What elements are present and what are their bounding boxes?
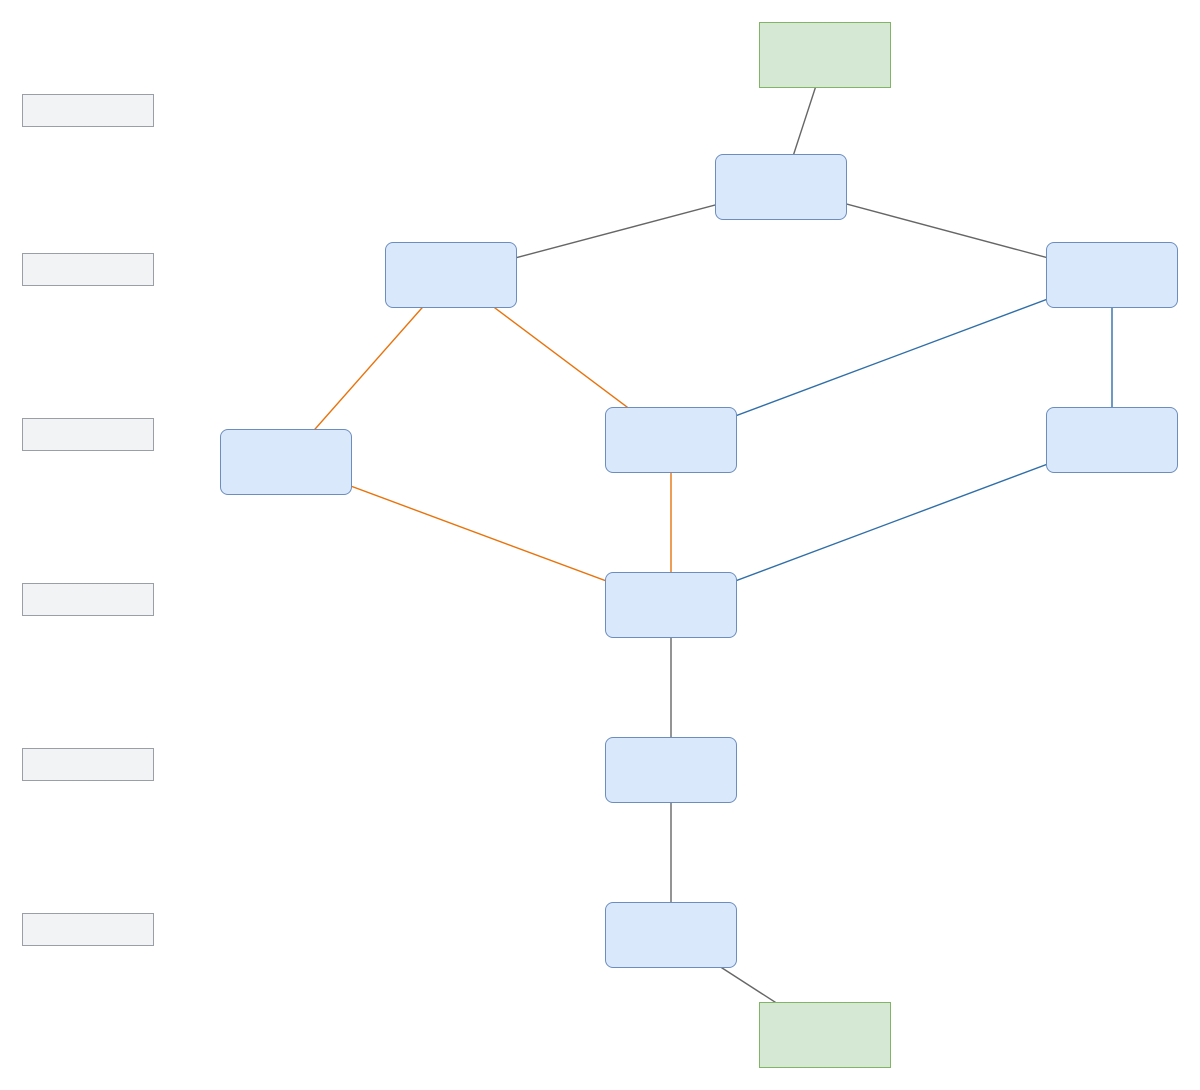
edge-n3-to-n5	[670, 274, 1113, 442]
process-node-7	[605, 572, 737, 638]
process-node-9	[605, 902, 737, 968]
legend-box-2	[22, 253, 154, 286]
start-terminal	[759, 22, 891, 88]
legend-box-3	[22, 418, 154, 451]
process-node-1	[715, 154, 847, 220]
process-node-5	[605, 407, 737, 473]
legend-box-4	[22, 583, 154, 616]
process-node-3	[1046, 242, 1178, 308]
end-terminal	[759, 1002, 891, 1068]
legend-box-1	[22, 94, 154, 127]
legend-box-5	[22, 748, 154, 781]
process-node-2	[385, 242, 517, 308]
process-node-8	[605, 737, 737, 803]
process-node-6	[1046, 407, 1178, 473]
process-node-4	[220, 429, 352, 495]
edge-n6-to-n7	[670, 439, 1113, 607]
legend-box-6	[22, 913, 154, 946]
